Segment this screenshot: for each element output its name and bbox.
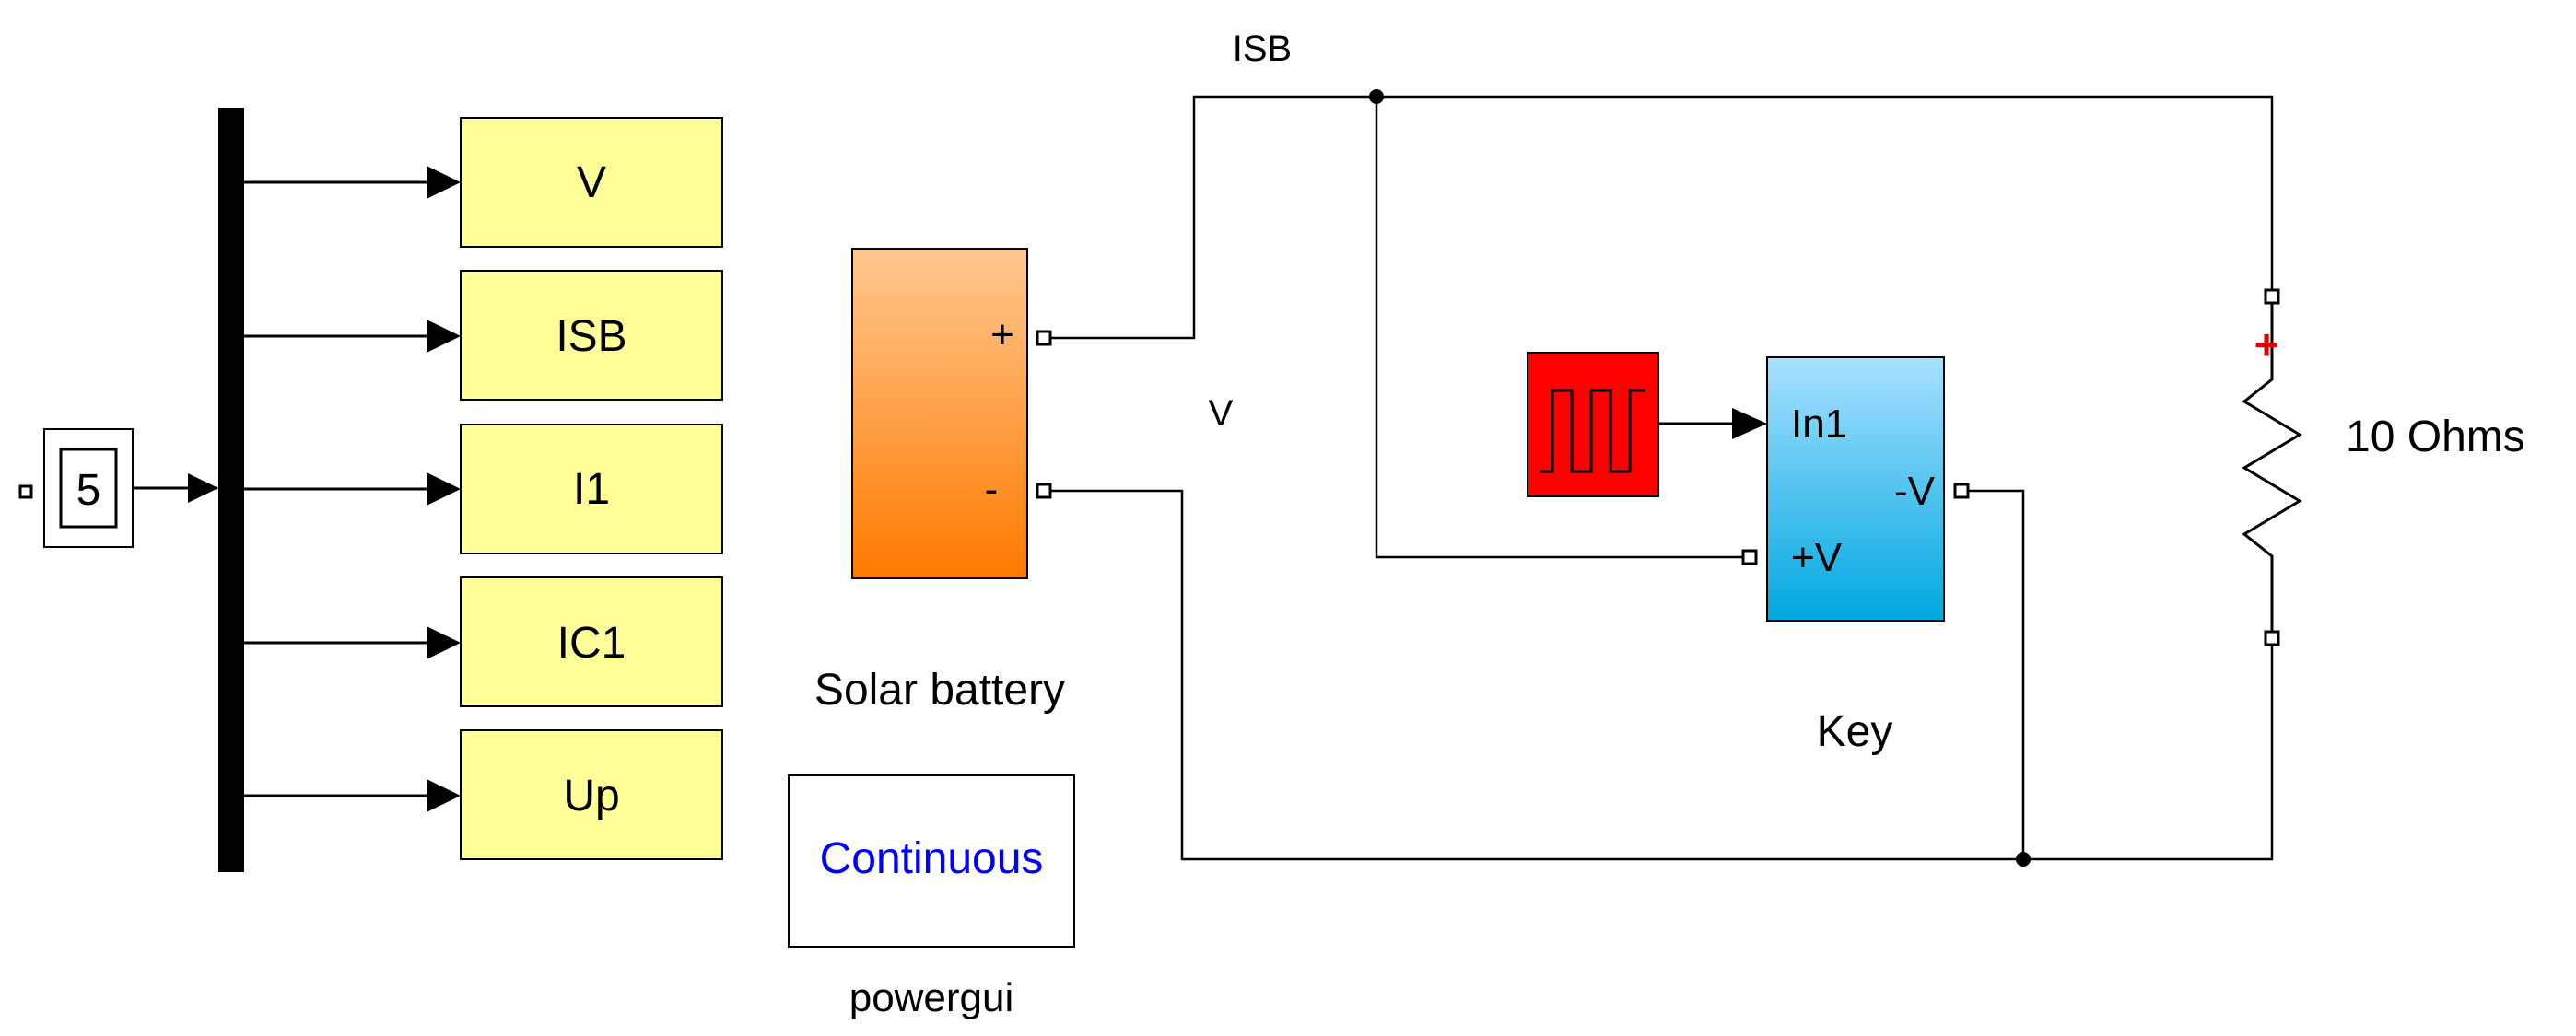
display-block-v[interactable] — [460, 117, 723, 248]
powergui-mode: Continuous — [820, 834, 1044, 883]
signal-label-v: V — [1209, 393, 1234, 434]
resistor-label: 10 Ohms — [2346, 413, 2525, 461]
pulse-to-key-arrow — [1732, 408, 1767, 439]
powergui-name: powergui — [849, 975, 1014, 1020]
solar-minus-port-label: - — [985, 467, 999, 512]
solar-plus-port-label: + — [990, 312, 1014, 357]
constant-value: 5 — [76, 466, 101, 515]
powergui-block[interactable]: Continuous — [788, 774, 1075, 948]
resistor-block[interactable]: + — [2242, 288, 2302, 646]
resistor-polarity-mark: + — [2254, 320, 2279, 368]
key-plus-v-port[interactable] — [1741, 549, 1758, 565]
wire-minus-v[interactable] — [1968, 489, 2025, 859]
display-block-isb[interactable] — [460, 270, 723, 401]
resistor-top-port[interactable] — [2264, 288, 2280, 305]
wire-plus-v-branch[interactable] — [1375, 97, 1749, 559]
demux-bar[interactable] — [218, 108, 244, 872]
constant-input-port[interactable] — [18, 484, 33, 499]
resistor-zigzag-icon — [2242, 303, 2302, 632]
key-in1-port-label: In1 — [1791, 402, 1847, 447]
wire-positive-rail[interactable] — [1050, 95, 2274, 340]
display-label-i1: I1 — [573, 465, 610, 514]
wire-negative-rail[interactable] — [1050, 489, 2274, 861]
junction-top — [1369, 89, 1384, 104]
display-label-v: V — [577, 158, 606, 207]
pulse-generator-block[interactable] — [1527, 352, 1659, 497]
resistor-bottom-port[interactable] — [2264, 630, 2280, 646]
display-block-up[interactable] — [460, 729, 723, 860]
display-label-up: Up — [563, 772, 619, 821]
solar-minus-port[interactable] — [1036, 483, 1052, 499]
bus-output-i1[interactable]: I1 — [244, 424, 723, 554]
display-block-i1[interactable] — [460, 424, 723, 554]
display-label-isb: ISB — [556, 312, 626, 361]
junction-bottom — [2016, 852, 2031, 867]
bus-output-isb[interactable]: ISB — [244, 270, 723, 401]
key-plus-v-port-label: +V — [1791, 535, 1843, 580]
square-wave-icon — [1540, 389, 1645, 473]
signal-label-isb: ISB — [1233, 29, 1292, 69]
key-minus-v-port-label: -V — [1894, 469, 1936, 514]
constant-to-bus-arrow — [188, 473, 218, 503]
bus-output-ic1[interactable]: IC1 — [244, 576, 723, 707]
solar-battery-name: Solar battery — [814, 666, 1065, 715]
bus-output-v[interactable]: V — [244, 117, 723, 248]
key-minus-v-port[interactable] — [1953, 483, 1970, 499]
key-name: Key — [1817, 707, 1893, 756]
bus-output-up[interactable]: Up — [244, 729, 723, 860]
display-label-ic1: IC1 — [557, 619, 626, 668]
display-block-ic1[interactable] — [460, 576, 723, 707]
constant-block[interactable]: 5 — [18, 428, 134, 548]
key-block[interactable]: In1 +V -V — [1741, 356, 1970, 622]
solar-battery-block[interactable]: + - — [851, 248, 1052, 579]
solar-plus-port[interactable] — [1036, 330, 1052, 346]
